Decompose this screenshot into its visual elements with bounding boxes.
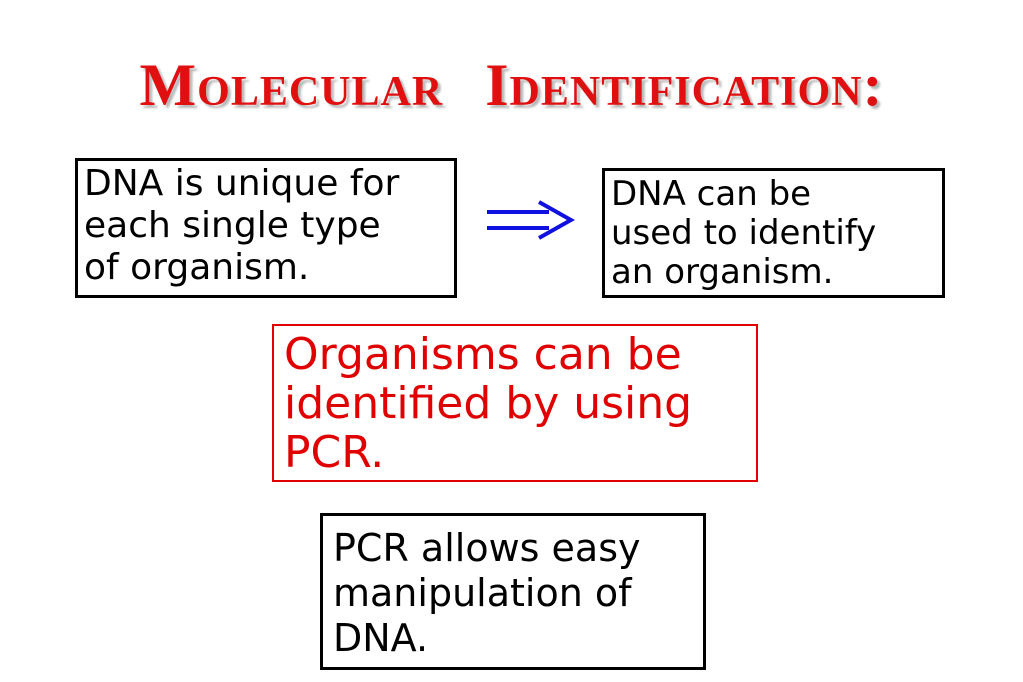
pcr-manipulation-box: PCR allows easy manipulation of DNA. [320,513,706,670]
page-title: Molecular Identification: [0,55,1023,115]
double-right-arrow-icon [487,200,575,240]
dna-unique-box: DNA is unique for each single type of or… [75,158,457,298]
title-part-molecular: Molecular [139,52,444,118]
pcr-identify-box: Organisms can be identified by using PCR… [272,324,758,482]
title-part-identification: Identification: [485,52,884,118]
dna-identify-box: DNA can be used to identify an organism. [602,168,945,298]
